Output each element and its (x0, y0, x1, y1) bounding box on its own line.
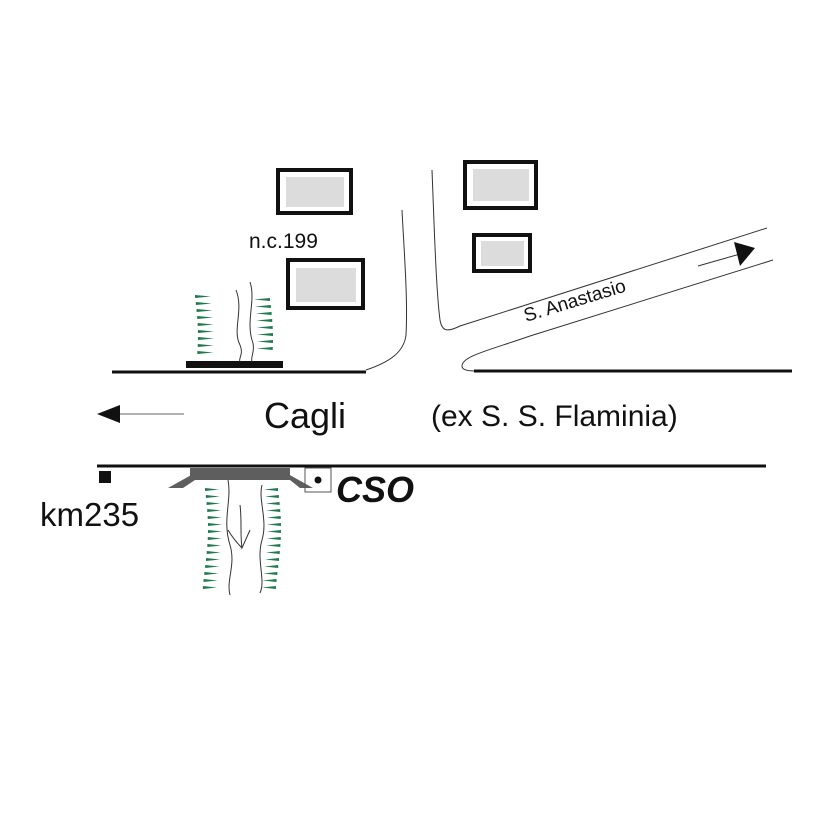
stream-bank (249, 281, 254, 363)
side-road-edge (365, 209, 408, 371)
vegetation-tick (266, 509, 281, 512)
vegetation-tick (256, 326, 273, 329)
building (276, 168, 353, 215)
vegetation-tick (207, 537, 222, 540)
vegetation-tick (265, 558, 280, 561)
vegetation-tick (255, 312, 272, 315)
vegetation-tick (207, 530, 222, 533)
road-name-label: (ex S. S. Flaminia) (431, 400, 678, 433)
vegetation-tick (197, 316, 214, 319)
arrow-left-icon (97, 405, 120, 423)
vegetation-tick (204, 572, 219, 575)
vegetation-tick (266, 530, 281, 533)
vegetation-tick (196, 309, 213, 312)
vegetation-tick (266, 544, 281, 547)
vegetation-tick (207, 516, 222, 519)
side-road-label: S. Anastasio (521, 276, 628, 327)
building (463, 160, 538, 210)
vegetation-tick (205, 565, 220, 568)
vegetation-tick (207, 523, 222, 526)
km-marker-label: km235 (40, 496, 139, 533)
side-road-edge (431, 169, 768, 331)
vegetation-tick (264, 495, 279, 498)
site-code-label: CSO (336, 469, 414, 510)
vegetation-tick (256, 319, 273, 322)
vegetation-tick (254, 298, 270, 301)
vegetation-tick (265, 551, 280, 554)
vegetation-tick (254, 305, 271, 308)
vegetation-tick (197, 323, 214, 326)
building (472, 233, 532, 273)
vegetation-tick (206, 558, 221, 561)
vegetation-tick (197, 337, 214, 340)
vegetation-tick (205, 495, 220, 498)
house-number-label: n.c.199 (249, 230, 318, 253)
arrow-right-icon (697, 253, 741, 267)
vegetation-tick (266, 516, 281, 519)
stream-bank (226, 479, 233, 596)
vegetation-tick (263, 572, 278, 575)
stream-bank (235, 289, 242, 363)
vegetation-north (195, 295, 273, 354)
vegetation-tick (261, 586, 276, 589)
vegetation-tick (265, 502, 280, 505)
culvert-north (186, 361, 283, 368)
vegetation-tick (207, 509, 222, 512)
vegetation-tick (197, 344, 214, 347)
vegetation-tick (195, 295, 211, 298)
stream-bank (227, 529, 243, 549)
vegetation-tick (207, 544, 222, 547)
vegetation-tick (202, 586, 217, 589)
arrow-right-icon (734, 242, 755, 266)
vegetation-tick (266, 537, 281, 540)
bridge-south (190, 468, 290, 478)
vegetation-south (202, 488, 281, 589)
vegetation-tick (264, 488, 278, 491)
vegetation-tick (256, 340, 273, 343)
stream-bank (239, 504, 251, 550)
vegetation-tick (256, 333, 273, 336)
vegetation-tick (206, 551, 221, 554)
building (286, 258, 365, 310)
km-marker-icon (99, 471, 111, 483)
site-marker-box (304, 467, 332, 493)
vegetation-tick (197, 351, 214, 354)
site-point-icon (314, 476, 322, 484)
vegetation-tick (262, 579, 277, 582)
vegetation-tick (203, 579, 218, 582)
vegetation-tick (266, 523, 281, 526)
stream-bank (259, 484, 265, 594)
vegetation-tick (195, 302, 212, 305)
side-road-edge (461, 259, 774, 372)
vegetation-tick (206, 502, 221, 505)
vegetation-tick (205, 488, 219, 491)
vegetation-tick (256, 347, 273, 350)
vegetation-tick (264, 565, 279, 568)
vegetation-tick (197, 330, 214, 333)
direction-town-label: Cagli (264, 395, 346, 436)
